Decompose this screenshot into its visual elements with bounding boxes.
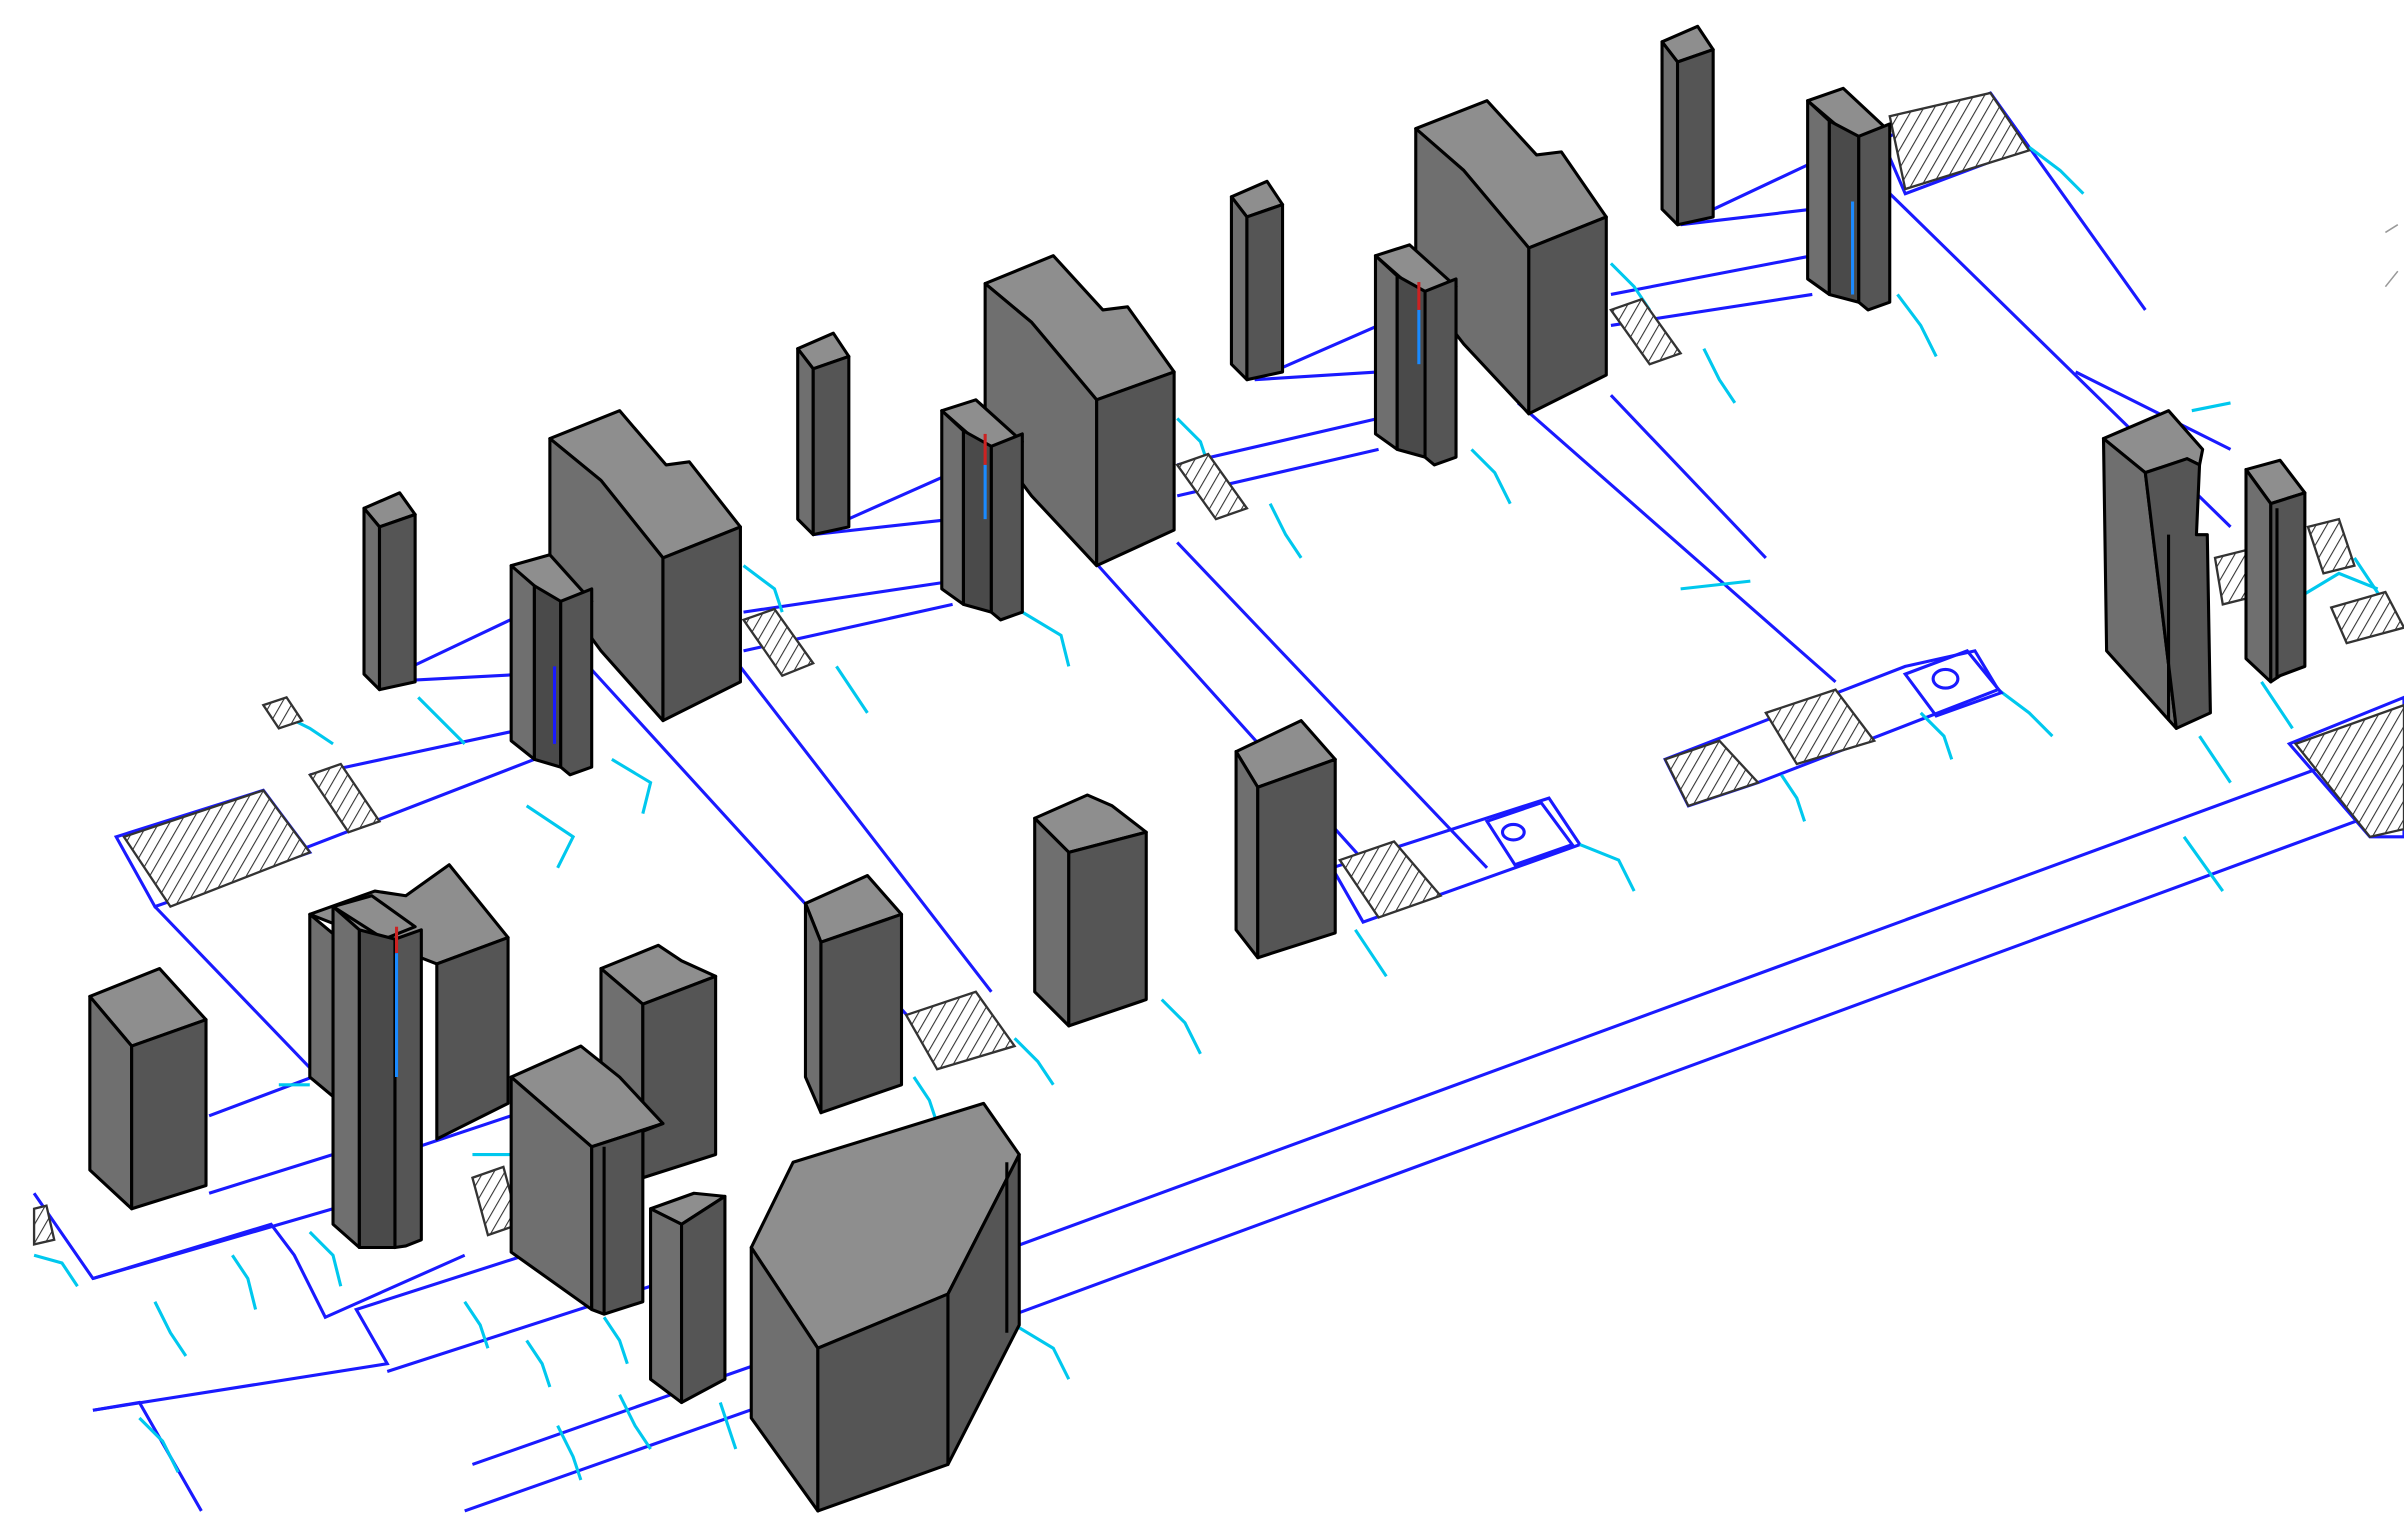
- wall-block[interactable]: [983, 254, 1176, 568]
- hatch-pad: [2306, 517, 2356, 575]
- column[interactable]: [1373, 243, 1458, 467]
- column[interactable]: [88, 967, 208, 1211]
- grid-lines-primary: [32, 91, 2404, 1513]
- column[interactable]: [362, 491, 417, 692]
- column[interactable]: [2244, 458, 2307, 684]
- hatch-pad: [741, 607, 816, 678]
- column[interactable]: [509, 553, 594, 777]
- grid-lines-secondary: [33, 145, 2387, 1481]
- column[interactable]: [803, 874, 904, 1115]
- column[interactable]: [796, 331, 851, 537]
- column[interactable]: [649, 1191, 727, 1405]
- hatch-pad: [1338, 840, 1443, 919]
- wall-block[interactable]: [749, 1101, 1021, 1513]
- column[interactable]: [331, 894, 423, 1250]
- wall-block[interactable]: [1414, 99, 1608, 416]
- column[interactable]: [1033, 793, 1148, 1028]
- hatch-pad: [261, 695, 304, 730]
- column[interactable]: [1229, 179, 1285, 382]
- columns[interactable]: [88, 24, 2307, 1513]
- circle-marker-icon: [1931, 667, 1960, 690]
- hatch-pad: [1663, 739, 1761, 808]
- hatch-pad: [32, 1204, 56, 1246]
- column[interactable]: [1234, 719, 1337, 960]
- hatch-pad: [2293, 703, 2404, 839]
- hatch-pad: [2329, 590, 2404, 645]
- column[interactable]: [1806, 86, 1892, 312]
- circle-marker-icon: [1500, 822, 1526, 842]
- wall-block[interactable]: [2101, 409, 2212, 730]
- hatch-pad: [122, 788, 312, 908]
- wall-block[interactable]: [308, 863, 510, 1141]
- column[interactable]: [940, 398, 1024, 622]
- wall-block[interactable]: [548, 409, 742, 723]
- hatch-pad: [904, 990, 1017, 1071]
- hatch-pad: [1888, 91, 2031, 191]
- wall-block[interactable]: [509, 1044, 665, 1316]
- hatch-pad: [1609, 297, 1683, 366]
- hatch-pad: [1175, 452, 1249, 521]
- hatch-pad: [307, 762, 382, 834]
- hatch-pads: [32, 91, 2404, 1246]
- axis-indicator-icon: [2384, 224, 2399, 288]
- column[interactable]: [1660, 24, 1715, 227]
- circular-pads: [1484, 649, 2004, 867]
- hatch-pad: [1764, 688, 1877, 766]
